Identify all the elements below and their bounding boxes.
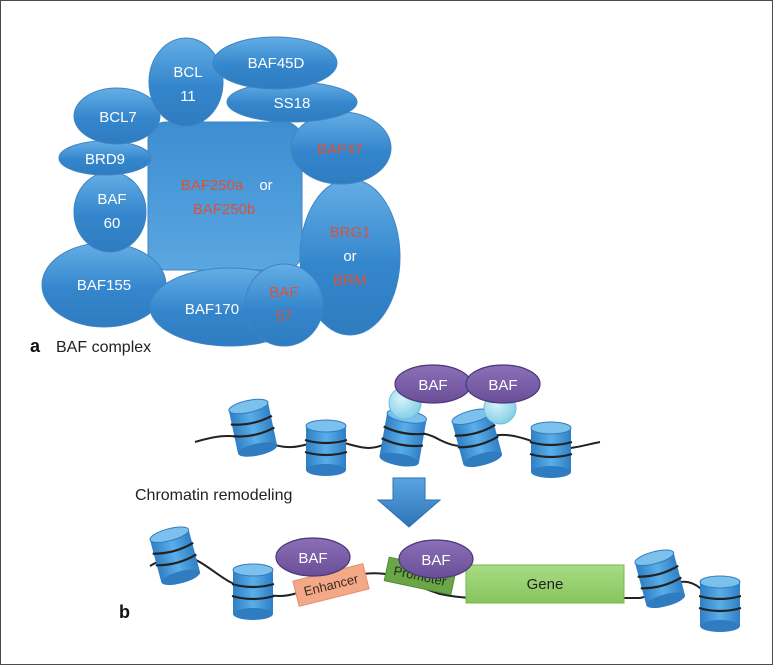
baf250b-label: BAF250b	[193, 201, 256, 218]
baf-promoter-label: BAF	[421, 552, 450, 569]
nucleosome	[146, 522, 204, 590]
baf-enhancer-label: BAF	[298, 550, 327, 567]
baf250a-label: BAF250a	[181, 177, 244, 194]
brm-label: BRM	[333, 272, 366, 289]
panel-a-letter: a	[30, 336, 41, 356]
nucleosome	[303, 418, 349, 478]
baf45d-label: BAF45D	[248, 55, 305, 72]
baf-complex-panel: BCL 11 BAF45D SS18 BCL7 BRD9 BAF 60 BAF4…	[30, 36, 401, 356]
baf-complex-top-right	[465, 364, 541, 404]
baf57-subunit	[244, 263, 324, 347]
baf60-label-1: BAF	[97, 191, 126, 208]
baf-complex-promoter	[398, 539, 474, 579]
baf170-label: BAF170	[185, 301, 239, 318]
bcl11-subunit	[148, 37, 224, 127]
baf47-label: BAF47	[317, 141, 363, 158]
nucleosome	[230, 562, 276, 622]
brd9-label: BRD9	[85, 151, 125, 168]
baf-top-left-label: BAF	[418, 377, 447, 394]
down-arrow	[376, 477, 442, 528]
baf155-label: BAF155	[77, 277, 131, 294]
bcl7-label: BCL7	[99, 109, 137, 126]
baf250-subunit	[147, 121, 303, 271]
nucleosome	[631, 545, 689, 613]
brg1-label: BRG1	[330, 224, 371, 241]
nucleosome	[225, 395, 281, 461]
baf-top-right-label: BAF	[488, 377, 517, 394]
baf60-label-2: 60	[104, 215, 121, 232]
baf57-label-1: BAF	[269, 284, 298, 301]
gene-label: Gene	[527, 576, 564, 593]
baf60-subunit	[73, 171, 147, 253]
panel-b-letter: b	[119, 602, 130, 622]
nucleosome	[697, 574, 743, 634]
ss18-label: SS18	[274, 95, 311, 112]
baf45d-subunit	[212, 36, 338, 90]
brg-or-label: or	[343, 248, 356, 265]
panel-a-caption: BAF complex	[56, 339, 151, 356]
bcl11-label-2: 11	[180, 88, 196, 105]
bcl11-label-1: BCL	[173, 64, 202, 81]
chromatin-remodeling-label: Chromatin remodeling	[135, 487, 292, 504]
bcl7-subunit	[73, 87, 161, 145]
baf250-or-label: or	[259, 177, 272, 194]
chromatin-remodeling-panel: BAF BAF Chromatin remodeling Enhancer Pr…	[119, 364, 743, 634]
baf57-label-2: 57	[276, 308, 293, 325]
gene-element	[465, 564, 625, 604]
nucleosome	[528, 420, 574, 480]
baf-complex-enhancer	[275, 537, 351, 577]
